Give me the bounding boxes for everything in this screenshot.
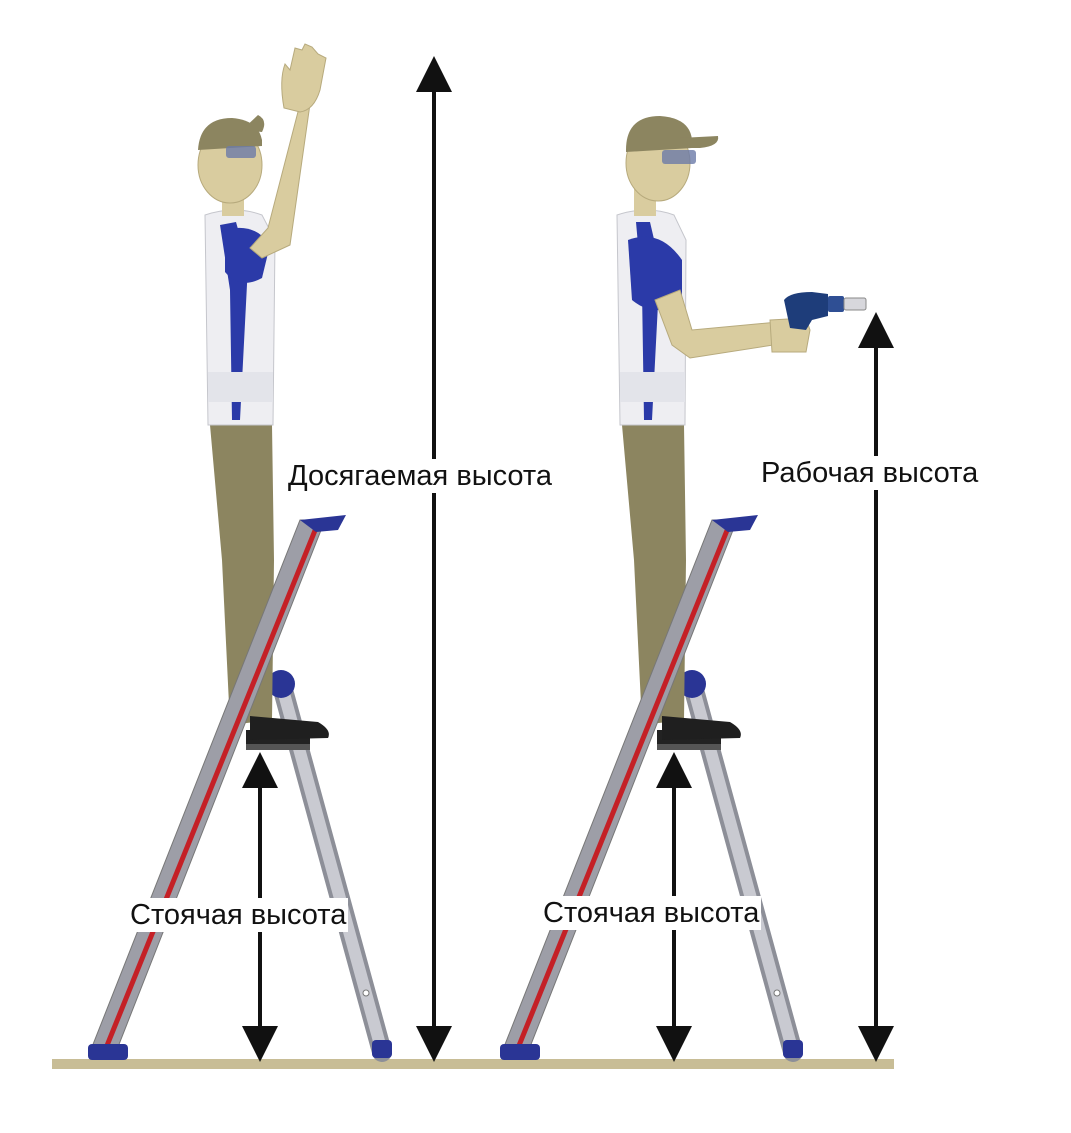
left-worker-hand — [281, 43, 327, 113]
left-ladder-rear-leg — [273, 680, 392, 1062]
right-worker-cap — [626, 116, 692, 152]
left-worker-figure — [197, 43, 392, 1062]
right-ladder-rear-leg — [684, 680, 803, 1062]
drill-tool — [784, 292, 867, 330]
standing-height-label-left: Стоячая высота — [128, 898, 349, 932]
reach-height-label: Досягаемая высота — [286, 459, 554, 493]
working-height-label: Рабочая высота — [759, 456, 981, 490]
standing-height-label-right: Стоячая высота — [541, 896, 762, 930]
floor — [52, 1059, 894, 1069]
right-worker-figure — [616, 116, 867, 1062]
left-worker-cap — [198, 118, 262, 150]
